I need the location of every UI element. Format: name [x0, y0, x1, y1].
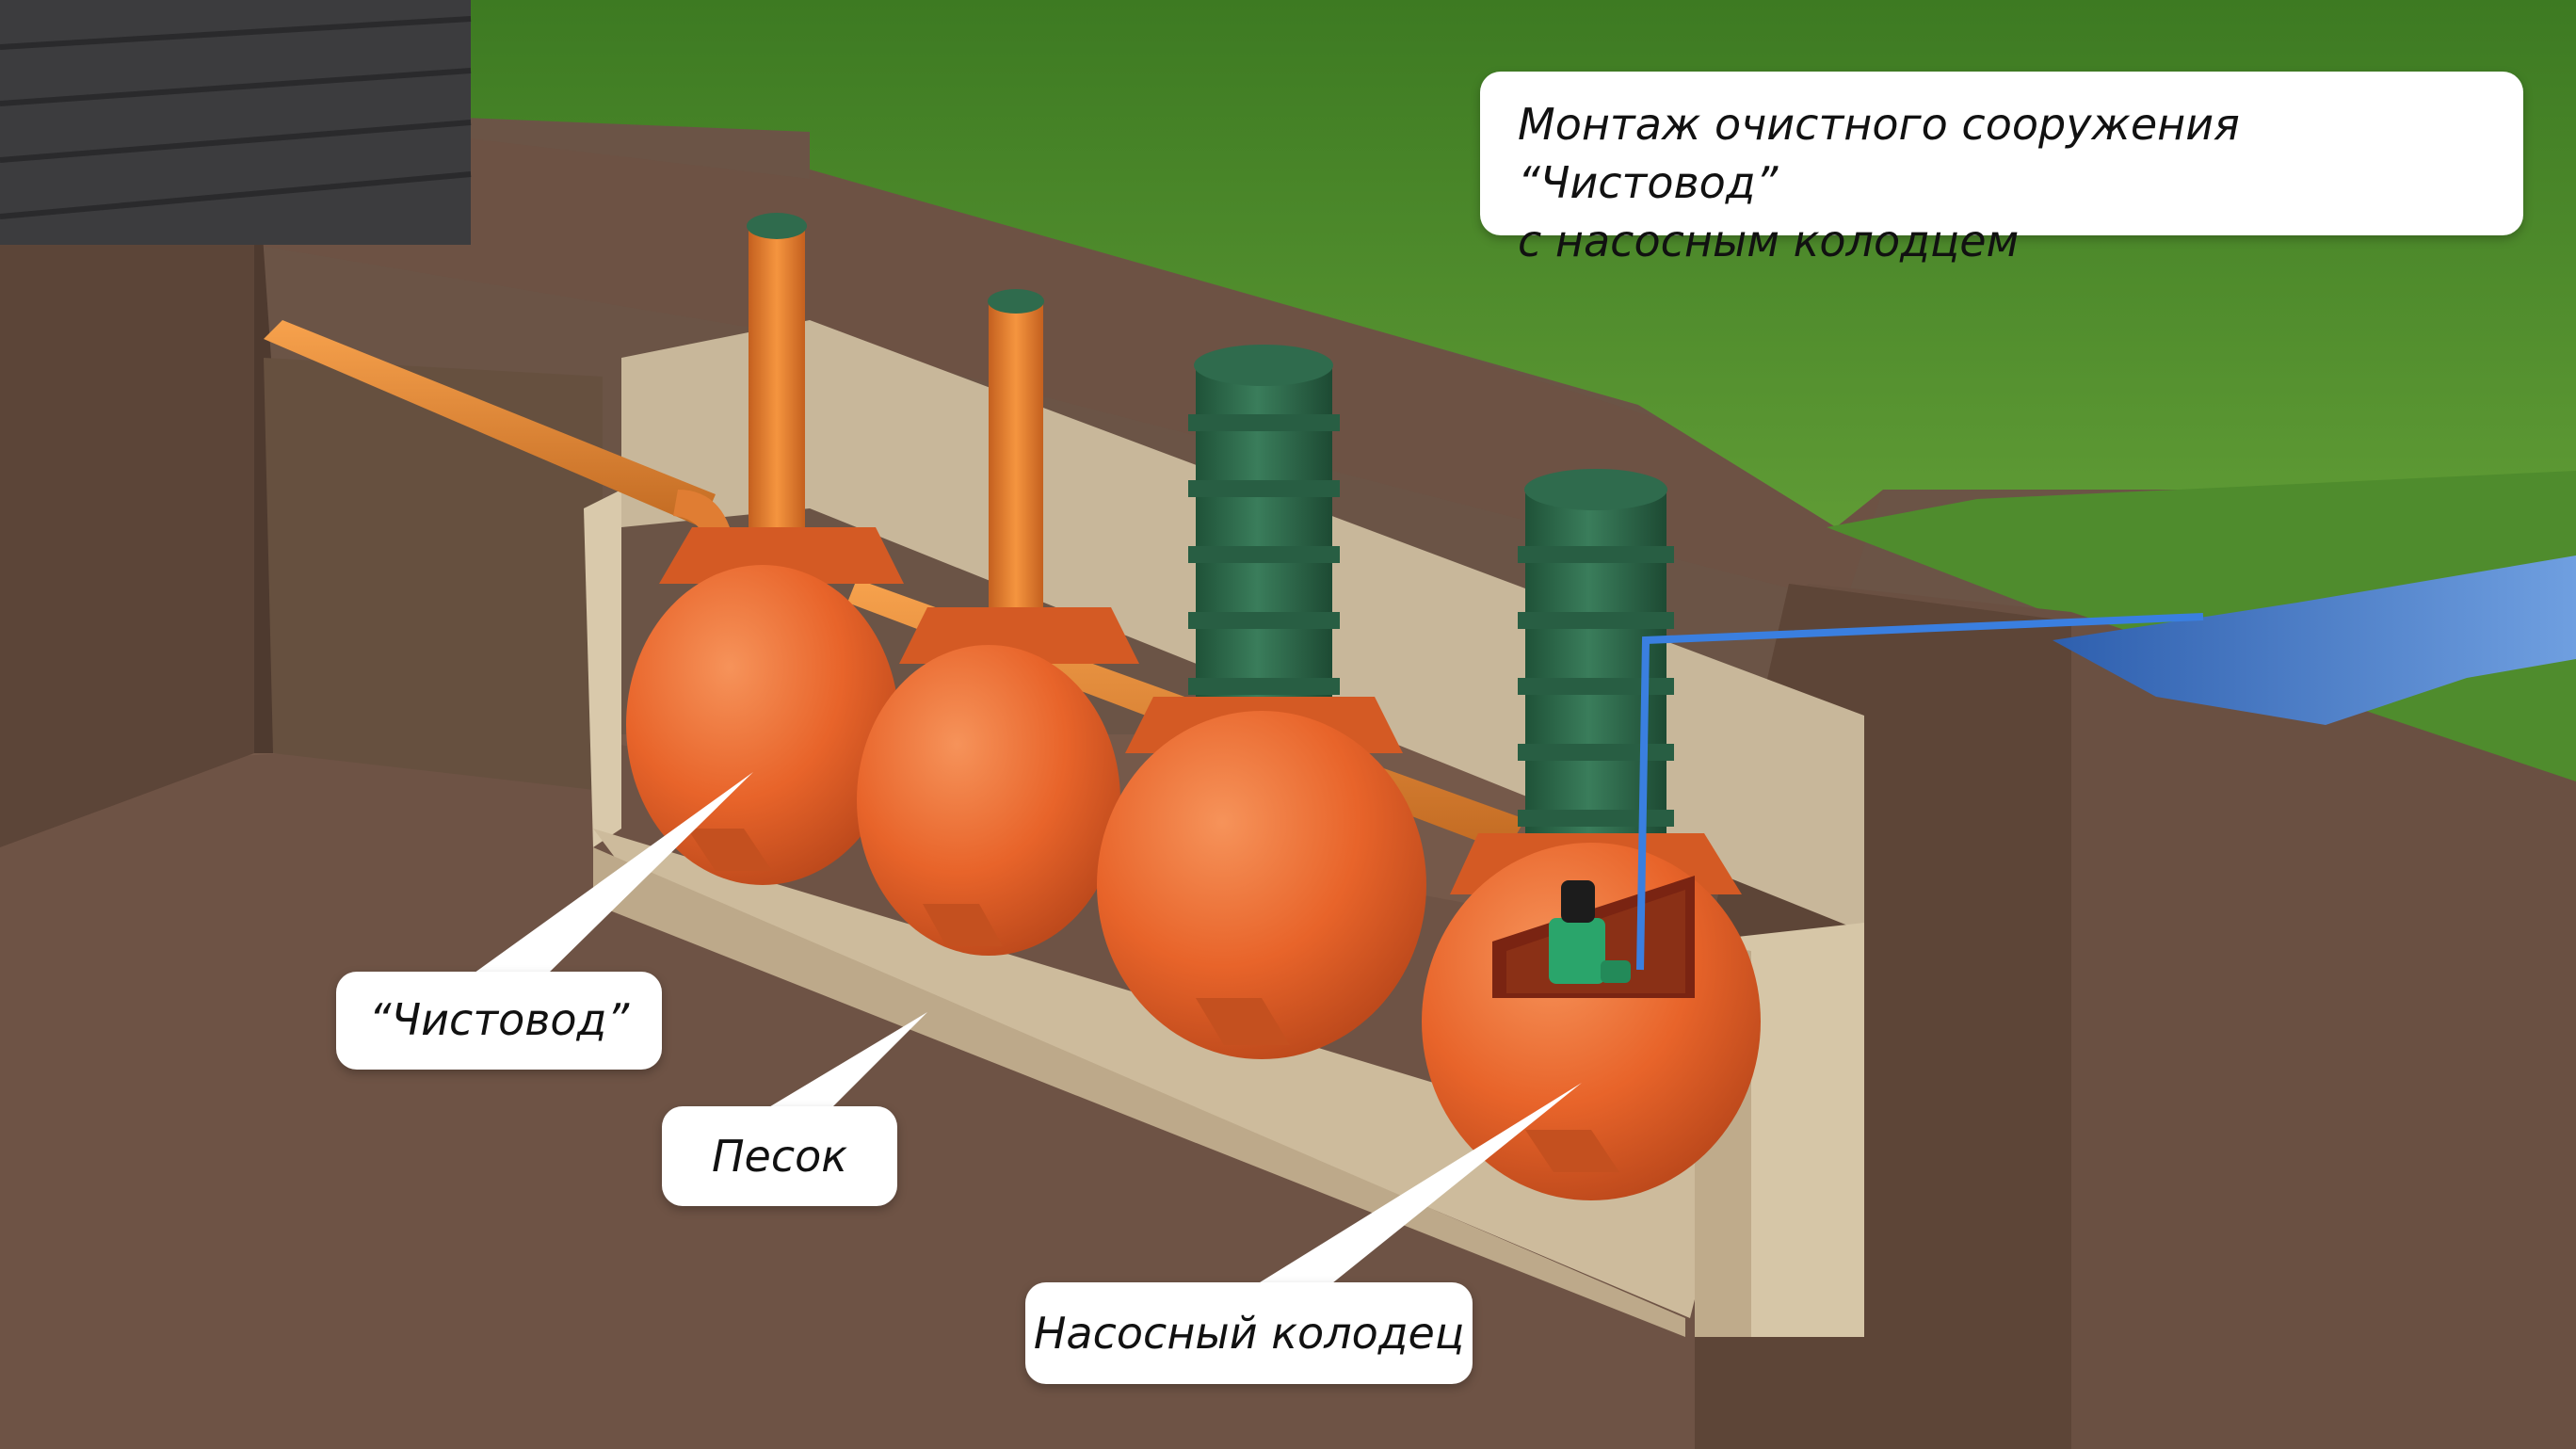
title-callout: Монтаж очистного сооружения “Чистовод” с… [1480, 72, 2523, 266]
label-pump-well: Насосный колодец [1025, 1282, 1473, 1384]
tank-chistovod-1 [626, 213, 904, 885]
tank-chistovod-3 [1097, 345, 1426, 1059]
label-chistovod: “Чистовод” [336, 972, 662, 1070]
left-soil-wall [0, 113, 254, 847]
mid-soil-ledge [264, 358, 603, 791]
callout-pointer-chistovod [471, 772, 753, 975]
title-line-1: Монтаж очистного сооружения “Чистовод” [1518, 99, 2240, 208]
inlet-pipe [264, 320, 716, 527]
tank-chistovod-2 [857, 289, 1139, 956]
left-soil-wall-inner [254, 113, 273, 753]
callout-pointer-kolodets [1252, 1083, 1582, 1287]
label-sand: Песок [662, 1106, 897, 1206]
callout-pointer-pesok [763, 1012, 927, 1111]
brick-lines [0, 16, 472, 219]
sand-left-wall [584, 490, 621, 847]
back-soil-wall [254, 113, 1883, 603]
discharge-hose [1636, 613, 2204, 971]
title-line-2: с насосным колодцем [1518, 216, 2020, 266]
pond-water [2053, 555, 2576, 725]
submersible-pump [1549, 880, 1631, 984]
